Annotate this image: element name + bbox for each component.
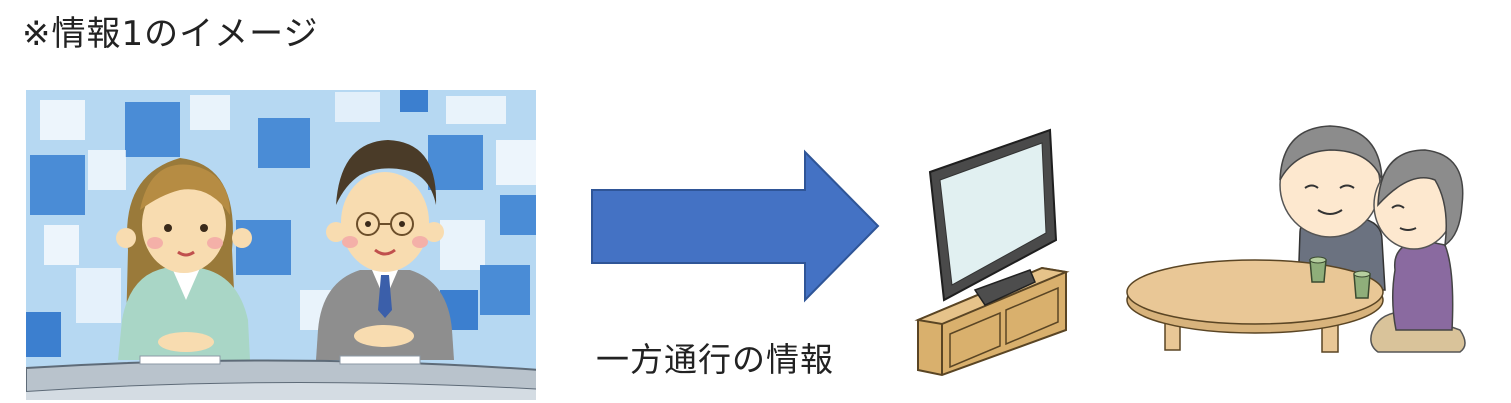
television-icon — [914, 128, 1070, 377]
right-arrow-icon — [591, 149, 880, 303]
news-anchors-illustration — [26, 90, 536, 400]
low-round-table — [1126, 259, 1384, 353]
page-heading: ※情報1のイメージ — [22, 14, 319, 54]
elderly-couple-illustration — [1126, 125, 1466, 353]
female-anchor — [116, 158, 252, 360]
male-anchor — [316, 140, 454, 360]
tea-cups — [1309, 256, 1371, 299]
elderly-woman — [1370, 149, 1466, 353]
arrow-caption: 一方通行の情報 — [596, 340, 834, 379]
news-desk — [26, 355, 536, 400]
